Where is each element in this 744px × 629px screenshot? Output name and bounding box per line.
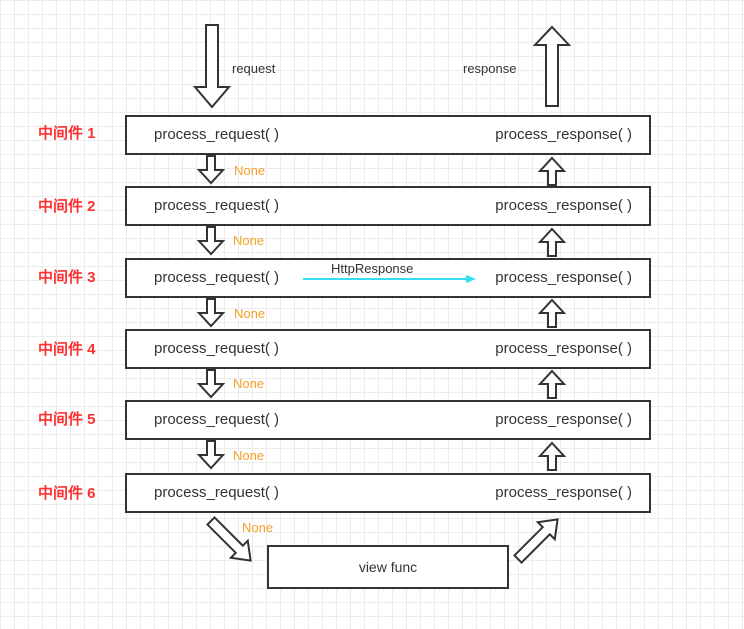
process-request-6: process_request( ) xyxy=(154,484,280,501)
middleware-box-4: process_request( ) process_response( ) xyxy=(125,329,651,369)
none-label-1: None xyxy=(234,163,266,178)
response-arrow-icon xyxy=(532,25,572,107)
up-arrow-icon xyxy=(537,156,567,186)
middleware-label-1: 中间件 1 xyxy=(38,125,96,142)
middleware-box-2: process_request( ) process_response( ) xyxy=(125,186,651,226)
http-response-label: HttpResponse xyxy=(331,261,414,276)
none-label-3: None xyxy=(234,306,266,321)
down-arrow-icon xyxy=(196,298,226,328)
none-label-2: None xyxy=(233,233,265,248)
middleware-box-1: process_request( ) process_response( ) xyxy=(125,115,651,155)
middleware-label-6: 中间件 6 xyxy=(38,485,96,502)
up-arrow-icon xyxy=(537,369,567,399)
process-request-5: process_request( ) xyxy=(154,411,280,428)
none-label-4: None xyxy=(233,376,265,391)
process-request-3: process_request( ) xyxy=(154,269,280,286)
request-arrow-icon xyxy=(192,24,232,109)
request-label: request xyxy=(232,61,276,76)
process-response-5: process_response( ) xyxy=(495,411,632,428)
middleware-box-5: process_request( ) process_response( ) xyxy=(125,400,651,440)
up-arrow-icon xyxy=(537,441,567,471)
process-response-3: process_response( ) xyxy=(495,269,632,286)
process-response-1: process_response( ) xyxy=(495,126,632,143)
none-label-5: None xyxy=(233,448,265,463)
down-arrow-icon xyxy=(196,155,226,185)
process-request-1: process_request( ) xyxy=(154,126,280,143)
down-arrow-icon xyxy=(196,369,226,399)
none-label-6: None xyxy=(242,520,274,535)
middleware-label-2: 中间件 2 xyxy=(38,198,96,215)
down-arrow-icon xyxy=(196,226,226,256)
response-label: response xyxy=(463,61,517,76)
up-arrow-icon xyxy=(537,227,567,257)
middleware-box-6: process_request( ) process_response( ) xyxy=(125,473,651,513)
diagonal-down-arrow-icon xyxy=(206,516,252,562)
process-response-2: process_response( ) xyxy=(495,197,632,214)
middleware-label-5: 中间件 5 xyxy=(38,411,96,428)
process-request-4: process_request( ) xyxy=(154,340,280,357)
down-arrow-icon xyxy=(196,440,226,470)
process-response-6: process_response( ) xyxy=(495,484,632,501)
process-response-4: process_response( ) xyxy=(495,340,632,357)
middleware-label-3: 中间件 3 xyxy=(38,269,96,286)
diagonal-up-arrow-icon xyxy=(513,518,559,564)
process-request-2: process_request( ) xyxy=(154,197,280,214)
middleware-label-4: 中间件 4 xyxy=(38,341,96,358)
view-func-box: view func xyxy=(267,545,509,589)
up-arrow-icon xyxy=(537,298,567,328)
